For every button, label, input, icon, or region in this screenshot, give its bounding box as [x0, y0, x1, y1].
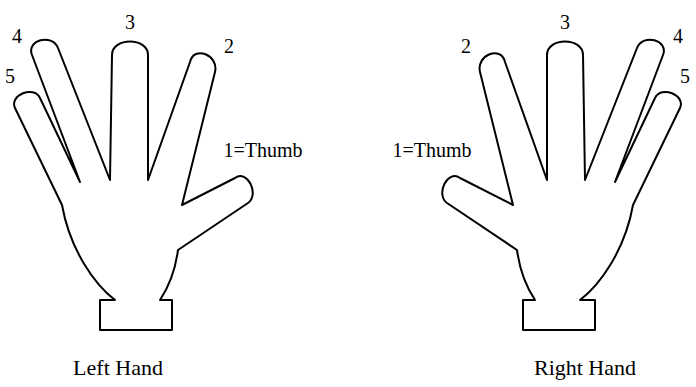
hand-caption: Right Hand: [534, 357, 636, 379]
finger-number: 2: [224, 36, 234, 56]
hand-caption: Left Hand: [73, 357, 163, 379]
finger-number: 2: [461, 36, 471, 56]
thumb-label: 1=Thumb: [392, 140, 471, 160]
finger-number: 5: [680, 66, 690, 86]
finger-number: 3: [560, 12, 570, 32]
left-hand-outline: [14, 40, 253, 330]
finger-number: 3: [125, 12, 135, 32]
finger-number: 4: [673, 26, 683, 46]
thumb-label: 1=Thumb: [223, 140, 302, 160]
finger-number: 5: [5, 66, 15, 86]
right-hand-outline: [442, 40, 681, 330]
finger-number: 4: [12, 26, 22, 46]
